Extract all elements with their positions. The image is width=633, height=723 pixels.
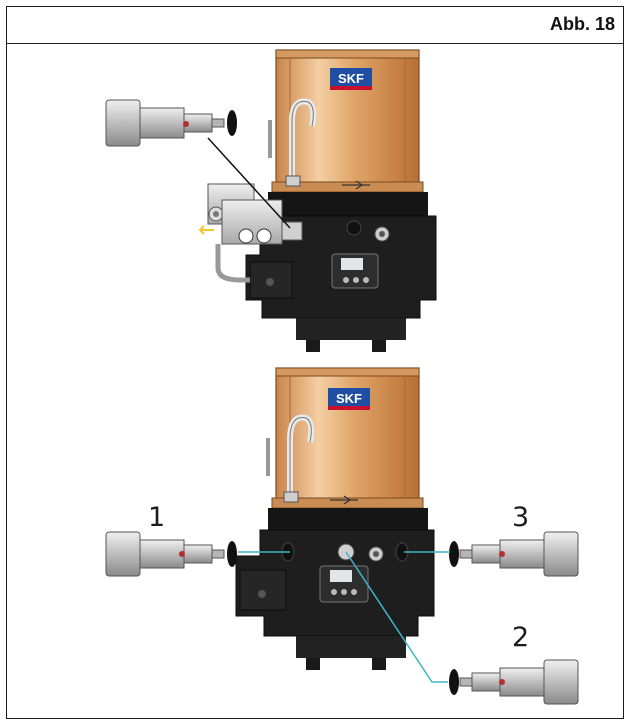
bottom-pump-assembly: SKF [105, 367, 579, 705]
pressure-relief-valve-3 [449, 531, 579, 577]
leader-line-top [207, 137, 291, 229]
title-rule [7, 43, 623, 44]
callout-2: 2 [512, 622, 529, 653]
pressure-relief-valve-2 [449, 659, 579, 705]
leader-line-2 [345, 551, 448, 683]
pump-housing-top [245, 192, 437, 352]
figure-frame: Abb. 18 [6, 6, 624, 719]
skf-logo-top: SKF [330, 68, 372, 90]
pump-housing-bottom [235, 508, 435, 670]
figure-title: Abb. 18 [549, 14, 615, 34]
skf-logo-bottom: SKF [328, 388, 370, 410]
pressure-relief-valve-1 [105, 531, 237, 577]
callout-3: 3 [512, 502, 529, 533]
top-pump-assembly: SKF [105, 49, 437, 352]
pressure-relief-valve-top [105, 99, 237, 147]
callout-1: 1 [148, 502, 165, 533]
skf-logo-text: SKF [336, 391, 362, 406]
skf-logo-text: SKF [338, 71, 364, 86]
